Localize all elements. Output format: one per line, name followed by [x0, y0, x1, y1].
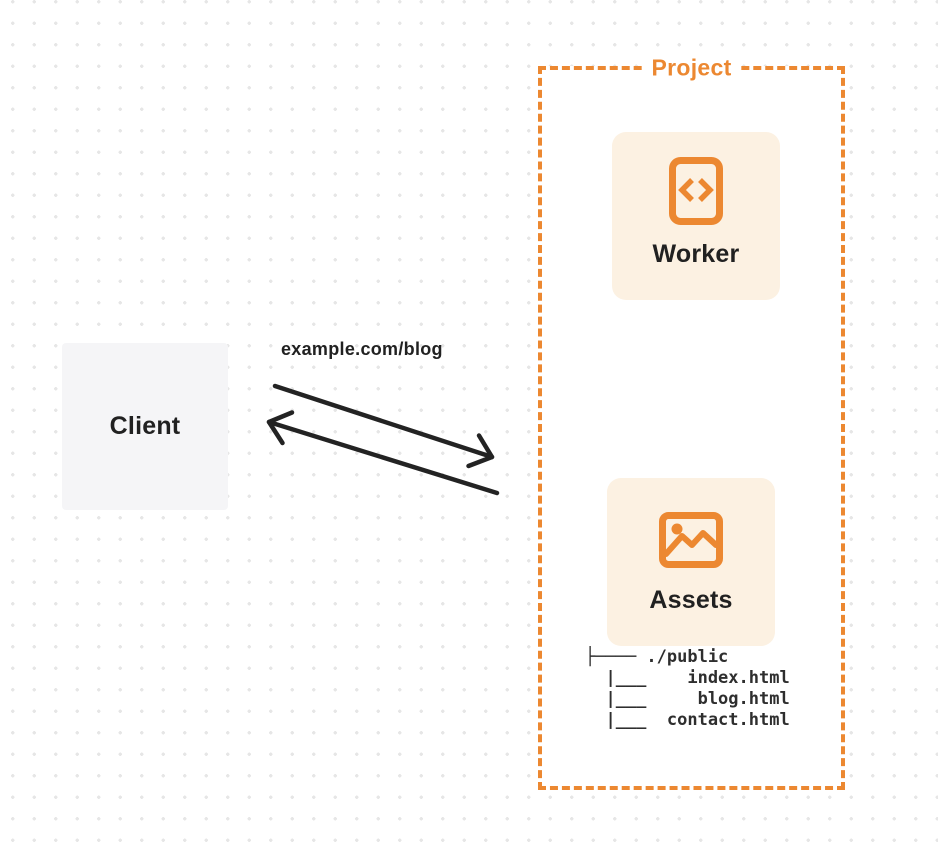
worker-card: Worker [612, 132, 780, 300]
client-label: Client [109, 412, 181, 440]
assets-card: Assets [607, 478, 775, 646]
project-label: Project [644, 54, 739, 82]
project-container: Project Worker Assets [538, 54, 845, 790]
request-url-label: example.com/blog [281, 339, 443, 359]
code-icon [669, 157, 723, 225]
assets-label: Assets [649, 586, 733, 614]
request-arrow [272, 383, 495, 469]
image-icon [659, 512, 723, 568]
worker-label: Worker [652, 240, 740, 268]
client-box: Client [62, 343, 228, 510]
file-tree: ├──── ./public |___ index.html |___ blog… [585, 647, 790, 730]
request-response-arrows [266, 383, 500, 496]
response-arrow [266, 410, 500, 496]
